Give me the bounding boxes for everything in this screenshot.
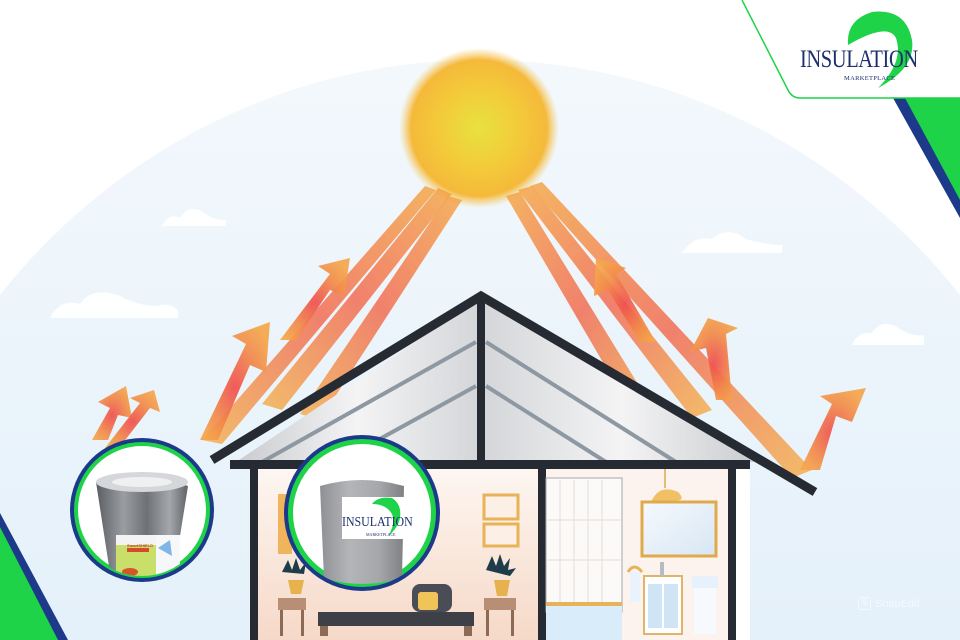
snapedit-icon: S <box>858 597 871 610</box>
watermark-text: SnapEdit <box>875 597 920 610</box>
sun-rays-right <box>506 182 812 478</box>
sun-rays-left <box>202 186 462 444</box>
product-badge-foam-roll <box>284 435 440 591</box>
clouds <box>50 208 924 345</box>
brand-panel-top-right <box>741 0 960 218</box>
brand-stripe-bottom-left <box>0 513 68 640</box>
reflected-heat-arrows <box>92 258 866 470</box>
snapedit-watermark: S SnapEdit <box>858 597 920 610</box>
sun <box>399 48 559 208</box>
product-badge-foil-roll <box>70 438 214 582</box>
